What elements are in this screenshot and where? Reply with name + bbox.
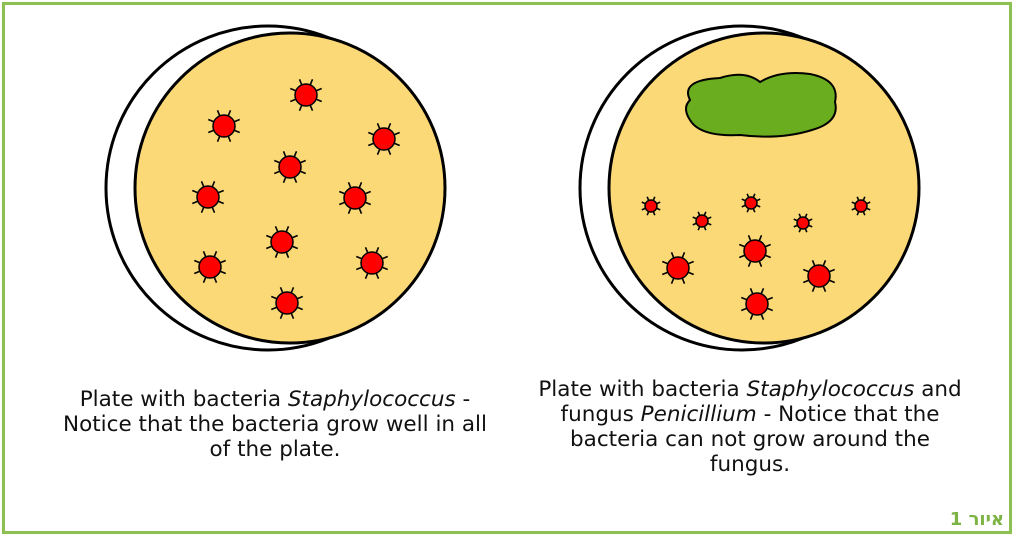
right-petri-dish — [580, 26, 919, 350]
caption-text: Plate with bacteria — [80, 387, 288, 412]
left-plate-caption: Plate with bacteria Staphylococcus - Not… — [40, 387, 510, 462]
right-plate-caption: Plate with bacteria Staphylococcus and f… — [500, 377, 1000, 477]
caption-text: Plate with bacteria — [538, 377, 746, 402]
caption-text: fungus. — [500, 452, 1000, 477]
caption-text: Notice that the bacteria grow well in al… — [40, 412, 510, 437]
caption-text: fungus — [561, 402, 641, 427]
species-name: Staphylococcus — [747, 377, 915, 402]
left-petri-dish — [106, 26, 445, 350]
species-name: Staphylococcus — [288, 387, 456, 412]
caption-text: - Notice that the — [757, 402, 940, 427]
figure-label: איור 1 — [950, 509, 1004, 530]
caption-text: and — [914, 377, 961, 402]
species-name: Penicillium — [641, 402, 757, 427]
penicillium-fungus — [686, 73, 836, 137]
caption-text: of the plate. — [40, 437, 510, 462]
caption-text: - — [456, 387, 471, 412]
caption-text: bacteria can not grow around the — [500, 427, 1000, 452]
